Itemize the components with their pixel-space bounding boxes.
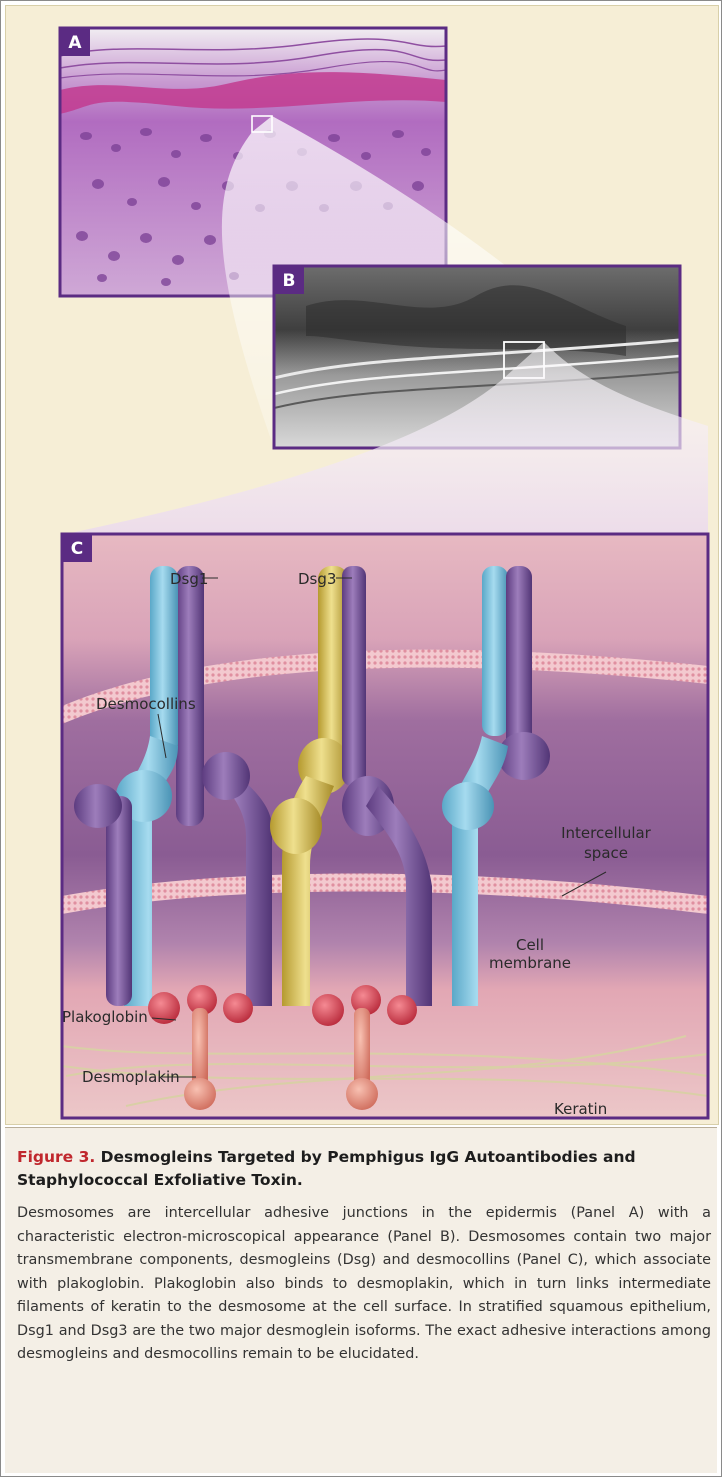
plakoglobin-label: Plakoglobin	[62, 1008, 148, 1026]
panel-a-label: A	[68, 33, 82, 53]
illustration-svg: A B	[6, 6, 718, 1124]
figure-number: Figure 3.	[17, 1148, 95, 1166]
cell-membrane-label-line1: Cell	[516, 936, 544, 954]
panel-c-desmosome: Dsg1 Dsg3 Desmocollins Intercellular spa…	[62, 534, 708, 1118]
caption-title-text: Desmogleins Targeted by Pemphigus IgG Au…	[17, 1148, 636, 1189]
intercellular-space-label-line1: Intercellular	[561, 824, 652, 842]
cell-membrane-label-line2: membrane	[489, 954, 571, 972]
intercellular-space-label-line2: space	[584, 844, 628, 862]
keratin-label: Keratin	[554, 1100, 607, 1118]
panel-c-label: C	[71, 539, 83, 559]
figure-caption: Figure 3. Desmogleins Targeted by Pemphi…	[5, 1127, 717, 1473]
dsg1-label: Dsg1	[170, 570, 208, 588]
panel-b-label: B	[283, 271, 296, 291]
desmocollins-label: Desmocollins	[96, 695, 196, 713]
figure-illustration: A B	[5, 5, 719, 1125]
caption-title: Figure 3. Desmogleins Targeted by Pemphi…	[17, 1146, 707, 1192]
desmoplakin-label: Desmoplakin	[82, 1068, 180, 1086]
caption-body: Desmosomes are intercellular adhesive ju…	[17, 1202, 711, 1367]
dsg3-label: Dsg3	[298, 570, 336, 588]
